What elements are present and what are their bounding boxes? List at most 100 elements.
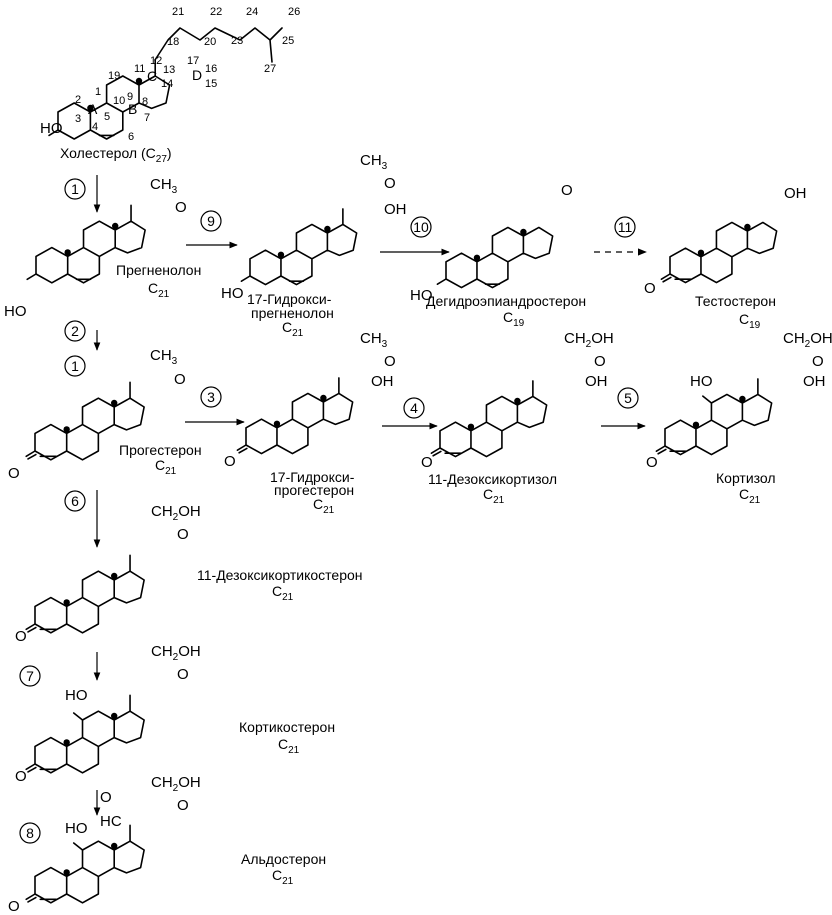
ring-letters: A B C D bbox=[88, 67, 202, 117]
corticosterone-o: O bbox=[177, 666, 189, 683]
cortisol-ring-o: O bbox=[646, 454, 658, 471]
testosterone-carbon: C19 bbox=[739, 311, 761, 331]
svg-text:D: D bbox=[192, 67, 202, 83]
dhea-methyl-19 bbox=[473, 254, 481, 261]
progesterone-ring-o: O bbox=[8, 465, 20, 482]
aldosterone-methyl-19 bbox=[63, 869, 70, 876]
corticosterone-keto-3 bbox=[25, 763, 37, 773]
progesterone-carbon: C21 bbox=[155, 457, 177, 477]
corticosterone-skeleton bbox=[34, 710, 145, 774]
step-8: 8 bbox=[19, 822, 41, 844]
hydroxypregnenolone-ho: HO bbox=[221, 285, 244, 302]
aldosterone-o-aldehyde: O bbox=[100, 789, 112, 806]
reaction-arrows bbox=[93, 175, 647, 816]
cholesterol-side-chain bbox=[154, 27, 283, 63]
step-7: 7 bbox=[19, 665, 41, 687]
deoxycortisol-o: O bbox=[594, 353, 606, 370]
hydroxypregnenolone-methyl-19 bbox=[277, 251, 285, 258]
aldosterone-o: O bbox=[177, 797, 189, 814]
progesterone-methyl-18 bbox=[111, 399, 118, 407]
pregnenolone-o: O bbox=[175, 199, 187, 216]
cholesterol-ho: HO bbox=[40, 120, 63, 137]
svg-text:24: 24 bbox=[246, 6, 258, 18]
svg-text:1: 1 bbox=[71, 358, 79, 374]
svg-text:5: 5 bbox=[624, 390, 632, 406]
corticosterone-label: Кортикостерон bbox=[239, 719, 335, 735]
cortisol-methyl-19 bbox=[692, 421, 700, 428]
deoxycortisol-keto-3 bbox=[430, 447, 442, 457]
hydroxypregnenolone-skeleton bbox=[249, 223, 358, 286]
svg-text:12: 12 bbox=[150, 55, 162, 67]
svg-text:11: 11 bbox=[134, 63, 145, 75]
svg-text:6: 6 bbox=[71, 493, 79, 509]
svg-text:C: C bbox=[147, 68, 157, 84]
deoxycortisol-methyl-18 bbox=[514, 397, 521, 405]
aldosterone-methyl-18 bbox=[111, 842, 118, 850]
hydroxyprogesterone-ch3: CH3 bbox=[360, 330, 388, 350]
hydroxypregnenolone-o: O bbox=[384, 175, 396, 192]
testosterone-skeleton bbox=[669, 221, 778, 284]
testosterone-methyl-19 bbox=[697, 249, 705, 256]
step-2: 2 bbox=[64, 320, 86, 342]
cholesterol-skeleton bbox=[57, 75, 171, 140]
hydroxypregnenolone-ch3: CH3 bbox=[360, 152, 388, 172]
svg-text:1: 1 bbox=[71, 181, 79, 197]
pregnenolone-bond-3 bbox=[26, 273, 37, 281]
aldosterone-hc: HC bbox=[100, 813, 122, 830]
progesterone-skeleton bbox=[34, 397, 145, 461]
hydroxypregnenolone-carbon: C21 bbox=[282, 319, 304, 339]
svg-text:22: 22 bbox=[210, 6, 222, 18]
cholesterol-label: Холестерол (C27) bbox=[60, 145, 172, 165]
progesterone-ch3: CH3 bbox=[150, 347, 178, 367]
svg-text:3: 3 bbox=[207, 389, 215, 405]
pregnenolone-ch3: CH3 bbox=[150, 176, 178, 196]
step-1b: 1 bbox=[64, 355, 86, 377]
hydroxypregnenolone-oh: OH bbox=[384, 201, 407, 218]
deoxycorticosterone-o: O bbox=[177, 526, 189, 543]
aldosterone-carbon: C21 bbox=[272, 867, 294, 887]
hydroxyprogesterone-oh: OH bbox=[371, 373, 394, 390]
corticosterone-bond-11 bbox=[72, 712, 84, 721]
compound-labels: Прегненолон C21 17-Гидрокси- прегненолон… bbox=[116, 262, 776, 887]
svg-text:7: 7 bbox=[26, 668, 34, 684]
cortisol-methyl-18 bbox=[739, 395, 746, 403]
progesterone-keto-3 bbox=[25, 450, 37, 460]
pregnenolone-methyl-19 bbox=[64, 249, 71, 256]
svg-text:25: 25 bbox=[282, 35, 294, 47]
hydroxyprogesterone-keto-3 bbox=[236, 444, 248, 454]
corticosterone-methyl-19 bbox=[63, 739, 70, 746]
deoxycorticosterone-methyl-18 bbox=[111, 572, 118, 580]
svg-text:14: 14 bbox=[161, 78, 173, 90]
aldosterone-ring-o: O bbox=[8, 898, 20, 915]
hydroxyprogesterone-methyl-19 bbox=[273, 420, 281, 427]
step-11: 11 bbox=[614, 216, 636, 238]
cholesterol-methyl-18 bbox=[135, 77, 143, 85]
pregnenolone-label: Прегненолон bbox=[116, 262, 201, 278]
svg-text:7: 7 bbox=[144, 112, 150, 124]
hydroxyprogesterone-skeleton bbox=[245, 392, 354, 455]
svg-text:18: 18 bbox=[167, 36, 179, 48]
dhea-methyl-18 bbox=[520, 228, 527, 236]
svg-text:5: 5 bbox=[104, 111, 110, 123]
hydroxyprogesterone-methyl-18 bbox=[320, 394, 327, 402]
step-3: 3 bbox=[200, 386, 222, 408]
dhea-ho: HO bbox=[410, 287, 433, 304]
svg-text:4: 4 bbox=[410, 400, 418, 416]
group-labels: HO CH3 O HO CH3 O OH HO O O OH CH3 O O C… bbox=[4, 152, 832, 915]
svg-text:2: 2 bbox=[75, 94, 81, 106]
dhea-o: O bbox=[561, 182, 573, 199]
progesterone-o: O bbox=[174, 371, 186, 388]
hydroxypregnenolone-methyl-18 bbox=[324, 225, 331, 233]
dhea-skeleton bbox=[445, 226, 554, 289]
deoxycorticosterone-ring-o: O bbox=[15, 628, 27, 645]
corticosterone-carbon: C21 bbox=[278, 736, 300, 756]
pregnenolone-methyl-18 bbox=[112, 222, 119, 230]
svg-text:8: 8 bbox=[142, 96, 148, 108]
svg-text:10: 10 bbox=[113, 95, 125, 107]
step-9: 9 bbox=[200, 210, 222, 232]
svg-text:27: 27 bbox=[264, 63, 276, 75]
pregnenolone-skeleton bbox=[35, 220, 146, 284]
step-markers: 1 2 1 9 10 11 3 4 5 6 7 8 bbox=[19, 178, 639, 844]
aldosterone-label: Альдостерон bbox=[241, 851, 326, 867]
cholesterol-methyl-19 bbox=[87, 104, 94, 112]
